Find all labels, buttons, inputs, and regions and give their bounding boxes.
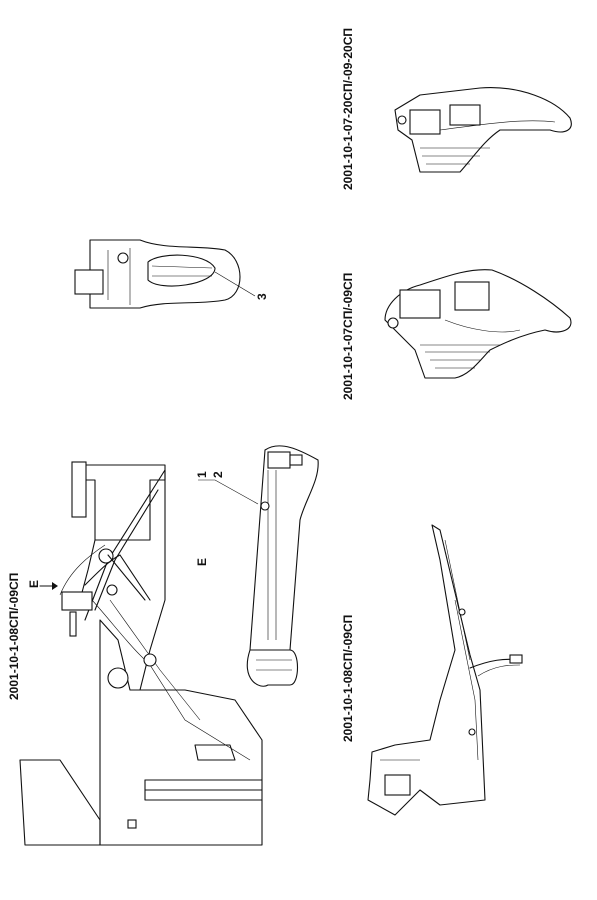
view-e-arrow-icon — [39, 582, 58, 590]
detail-3-drawing — [74, 239, 241, 309]
assy-07-code-label: 2001-10-1-07СП/-09СП — [341, 273, 355, 400]
frame-08-drawing — [367, 524, 523, 816]
assy-07-20-drawing — [394, 87, 572, 173]
detail-3-callout: 3 — [255, 293, 269, 300]
view-e-marker-label: E — [27, 580, 41, 588]
assy-07-drawing — [384, 269, 572, 379]
detail-e-callout-2: 2 — [211, 471, 225, 478]
main-assembly-drawing — [19, 461, 263, 846]
assy-07-20-code-label: 2001-10-1-07-20СП/-09-20СП — [341, 28, 355, 190]
detail-e-label: E — [195, 558, 209, 566]
detail-e-leader-line — [198, 479, 259, 505]
main-assembly-code-label: 2001-10-1-08СП/-09СП — [7, 573, 21, 700]
frame-08-code-label: 2001-10-1-08СП/-09СП — [341, 615, 355, 742]
detail-e-drawing — [246, 445, 319, 687]
detail-e-callout-1: 1 — [195, 471, 209, 478]
detail-3-leader-line — [214, 271, 256, 297]
